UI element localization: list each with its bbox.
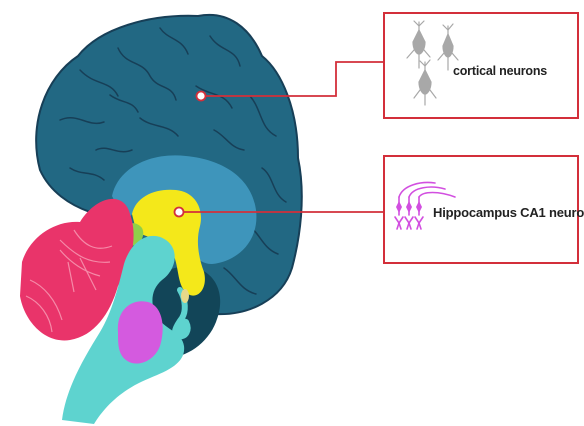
cortical-neurons-callout: cortical neurons: [383, 12, 579, 119]
cortical-neurons-label: cortical neurons: [453, 64, 547, 78]
small-pale-structure: [181, 289, 189, 303]
pyramidal-neurons-icon: [399, 20, 461, 106]
hippocampus-ca1-callout: Hippocampus CA1 neurons: [383, 155, 579, 264]
cortical-marker: [197, 92, 206, 101]
hippocampus-ca1-label: Hippocampus CA1 neurons: [433, 205, 584, 220]
hippocampus-marker: [175, 208, 184, 217]
